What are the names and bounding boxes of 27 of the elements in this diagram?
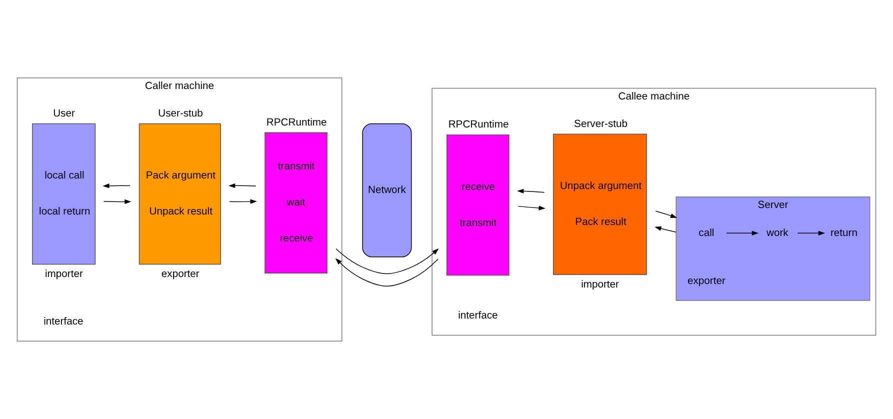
- arrow: [102, 184, 131, 188]
- arrow: [726, 230, 759, 236]
- node-box: Network: [362, 123, 412, 258]
- arrow: [517, 188, 545, 194]
- arrow: [103, 199, 132, 204]
- arrow: [335, 258, 438, 286]
- node-text: work: [766, 228, 788, 239]
- arrow: [654, 226, 676, 232]
- node-label: importer: [581, 279, 620, 290]
- node-label: interface: [44, 316, 84, 328]
- node-text: return: [830, 228, 858, 239]
- arrow: [518, 206, 546, 210]
- node-label: importer: [44, 268, 83, 280]
- arrow: [336, 248, 439, 274]
- node-label: User-stub: [158, 108, 203, 120]
- node-label: Server-stub: [574, 118, 628, 130]
- node-label: RPCRuntime: [448, 120, 509, 131]
- node-label: interface: [458, 310, 498, 322]
- arrow: [229, 199, 257, 204]
- node-label: User: [53, 108, 75, 120]
- arrow: [797, 230, 826, 236]
- node-label: RPCRuntime: [266, 117, 327, 128]
- node-label: exporter: [161, 268, 200, 280]
- node-label: exporter: [687, 276, 726, 287]
- arrow: [655, 210, 678, 218]
- node-text: call: [698, 228, 714, 239]
- arrow: [228, 183, 256, 188]
